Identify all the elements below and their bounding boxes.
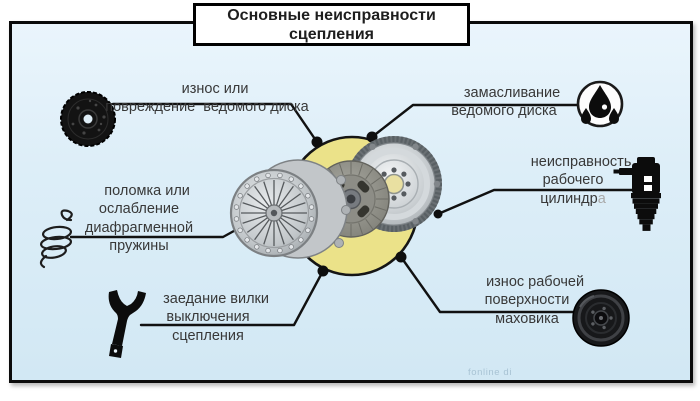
title-box: Основные неисправности сцепления	[193, 3, 470, 46]
clutch-disc-icon	[60, 91, 116, 147]
slave-cylinder-icon	[613, 157, 661, 231]
page-title: Основные неисправности сцепления	[227, 6, 436, 43]
label-slave-cylinder-fault: неисправность рабочего цилиндра	[530, 153, 632, 207]
pressure-plate-part	[229, 159, 351, 259]
clutch-kit-image	[229, 136, 442, 259]
label-release-fork-jam: заедание вилки выключения сцепления	[163, 290, 269, 344]
label-muted-letter: а	[597, 190, 606, 207]
label-oiled-driven-disc: замасливание ведомого диска	[451, 84, 561, 120]
coil-spring-icon	[39, 209, 73, 269]
connector-dots	[311, 131, 443, 277]
connector-worn-disc	[111, 102, 319, 144]
connector-lines	[69, 102, 635, 327]
label-worn-driven-disc: износ или повреждение ведомого диска	[105, 80, 309, 116]
release-fork-icon	[108, 290, 146, 358]
label-diaphragm-spring: поломка или ослабление диафрагменной пру…	[84, 182, 194, 255]
connector-release-fork	[139, 269, 325, 327]
oil-drop-icon	[576, 80, 624, 128]
connector-flywheel	[399, 255, 579, 314]
connector-slave-cylinder	[436, 188, 635, 216]
connector-oiled-disc	[370, 103, 581, 139]
label-flywheel-surface: износ рабочей поверхности маховика	[484, 273, 585, 327]
watermark: fonline di	[468, 367, 513, 378]
flywheel-icon	[572, 289, 630, 347]
